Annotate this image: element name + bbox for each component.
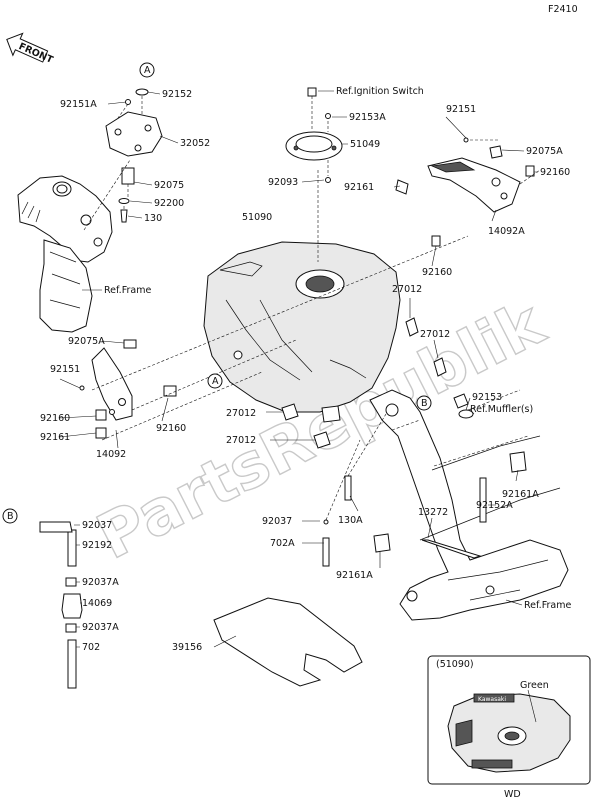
callout-b: B	[7, 511, 14, 522]
callout-92152: 92152	[162, 89, 192, 100]
callout-13272: 13272	[418, 507, 448, 518]
callout-92160: 92160	[540, 167, 570, 178]
callout-27012: 27012	[392, 284, 422, 295]
callout-27012: 27012	[226, 435, 256, 446]
frame-head-section	[17, 175, 113, 333]
callout-92075: 92075	[154, 180, 184, 191]
callout-51090: 51090	[242, 212, 272, 223]
callout-92161: 92161	[40, 432, 70, 443]
pad-27012-c	[281, 403, 299, 421]
callout-92037a: 92037A	[82, 577, 119, 588]
callout-92151: 92151	[446, 104, 476, 115]
ref-circle-A-bottom	[207, 373, 223, 389]
callout-a: A	[144, 65, 151, 76]
inset-ref-label: (51090)	[436, 659, 474, 670]
callout-130a: 130A	[338, 515, 363, 526]
callout-92161a: 92161A	[336, 570, 373, 581]
callout-92161: 92161	[344, 182, 374, 193]
bracket-14092	[91, 347, 133, 421]
callout-92037: 92037	[262, 516, 292, 527]
callout-32052: 32052	[180, 138, 210, 149]
callout-92075a: 92075A	[68, 336, 105, 347]
bracket-14092A	[427, 157, 521, 213]
bracket-32052	[105, 111, 163, 185]
rod-92192	[39, 521, 77, 567]
callout-27012: 27012	[420, 329, 450, 340]
pad-27012-e	[313, 431, 331, 449]
pad-27012-b	[433, 357, 447, 377]
callout-702: 702	[82, 642, 100, 653]
inset-color-label: Green	[520, 680, 549, 691]
callout-92160: 92160	[40, 413, 70, 424]
mat-39156	[213, 597, 363, 687]
fuel-tank-51090	[203, 241, 401, 413]
front-arrow-icon: FRONT	[6, 32, 55, 66]
pad-27012-d	[321, 405, 341, 423]
callout-92153: 92153	[472, 392, 502, 403]
callout-702a: 702A	[270, 538, 295, 549]
callout-92037: 92037	[82, 520, 112, 531]
callout-14092: 14092	[96, 449, 126, 460]
ref-circle-B-right	[416, 395, 432, 411]
callout-92161a: 92161A	[502, 489, 539, 500]
callout-51049: 51049	[350, 139, 380, 150]
callout-92200: 92200	[154, 198, 184, 209]
inset-decal-text: Kawasaki	[478, 696, 506, 703]
pad-27012-a	[405, 317, 419, 337]
callout-92160: 92160	[422, 267, 452, 278]
callout-92075a: 92075A	[526, 146, 563, 157]
callout-ref-muffler-s-: Ref.Muffler(s)	[470, 404, 533, 415]
callout-14092a: 14092A	[488, 226, 525, 237]
callout-92160: 92160	[156, 423, 186, 434]
callout-92151: 92151	[50, 364, 80, 375]
callout-14069: 14069	[82, 598, 112, 609]
callout-ref-ignition-switch: Ref.Ignition Switch	[336, 86, 424, 97]
callout-92093: 92093	[268, 177, 298, 188]
callout-130: 130	[144, 213, 162, 224]
front-label: FRONT	[17, 41, 55, 66]
inset-panel	[427, 655, 591, 785]
callout-92037a: 92037A	[82, 622, 119, 633]
callout-labels: A9215292151A320529207592200130Ref.FrameR…	[7, 65, 571, 653]
callout-ref-frame: Ref.Frame	[524, 600, 571, 611]
ref-circle-A-top	[139, 62, 155, 78]
figure-code: F2410	[548, 4, 578, 15]
callout-ref-frame: Ref.Frame	[104, 285, 151, 296]
callout-a: A	[212, 376, 219, 387]
inset-code-label: WD	[504, 789, 521, 800]
callout-92192: 92192	[82, 540, 112, 551]
callout-92153a: 92153A	[349, 112, 386, 123]
callout-92152a: 92152A	[476, 500, 513, 511]
callout-27012: 27012	[226, 408, 256, 419]
damper-14069	[61, 593, 83, 619]
rear-frame-section	[369, 389, 569, 621]
fuel-cap-51049	[285, 131, 343, 161]
callout-b: B	[421, 398, 428, 409]
callout-39156: 39156	[172, 642, 202, 653]
callout-92151a: 92151A	[60, 99, 97, 110]
ref-circle-B-left	[2, 508, 18, 524]
